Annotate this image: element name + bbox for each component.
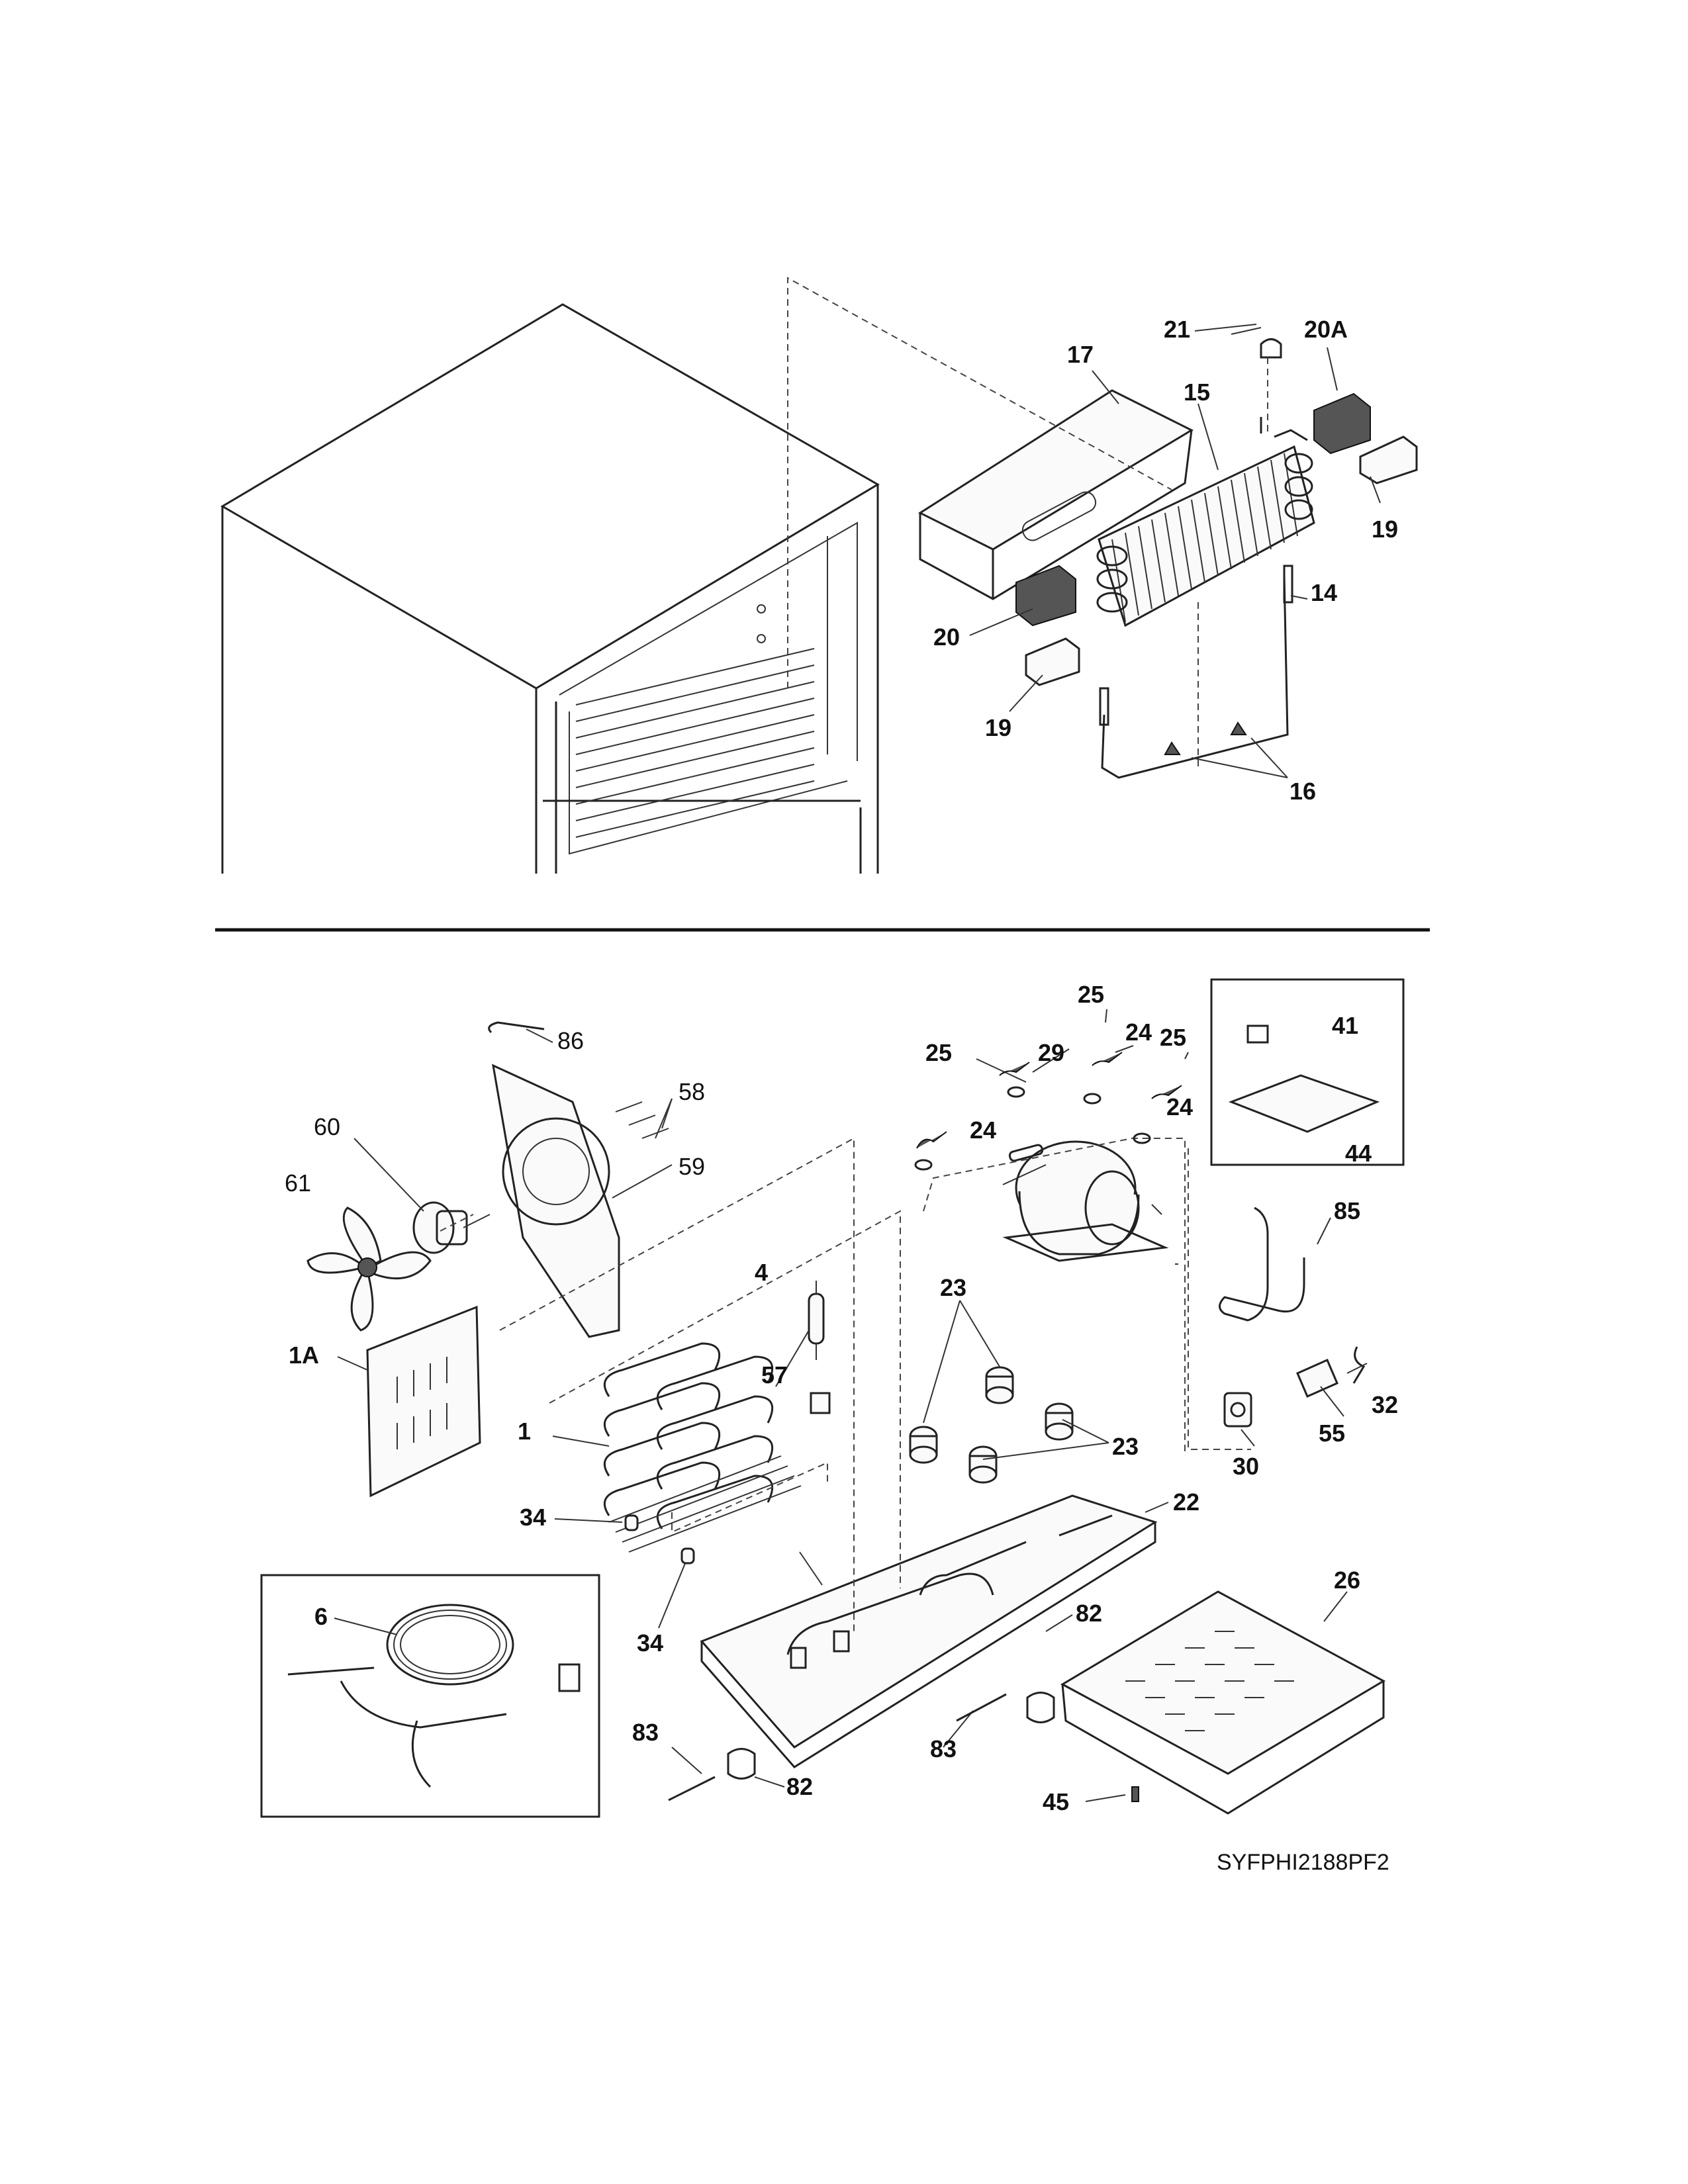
- callout-25-right: 25: [1160, 1024, 1186, 1051]
- condenser-coil: [603, 1342, 802, 1553]
- suction-tube: [1219, 1206, 1305, 1322]
- drier: [808, 1281, 825, 1360]
- callout-1a: 1A: [289, 1342, 319, 1369]
- callout-34-right: 34: [637, 1629, 663, 1657]
- callout-41: 41: [1332, 1012, 1358, 1039]
- callout-22: 22: [1173, 1488, 1199, 1516]
- callouts-top: 21 20A 17 15 19 14 20 19 16: [933, 316, 1398, 805]
- callout-20a: 20A: [1304, 316, 1348, 343]
- access-panel: [366, 1305, 481, 1498]
- callout-6: 6: [314, 1603, 328, 1630]
- callout-19-left: 19: [985, 714, 1011, 741]
- callout-14: 14: [1311, 579, 1337, 606]
- callout-82-right: 82: [1076, 1600, 1102, 1627]
- callout-23-top: 23: [940, 1274, 966, 1301]
- callout-34-left: 34: [520, 1504, 546, 1531]
- callout-82-left: 82: [786, 1773, 813, 1800]
- relay-overload: [1223, 1346, 1366, 1428]
- callout-30: 30: [1233, 1453, 1259, 1480]
- callout-83-left: 83: [632, 1719, 659, 1746]
- callout-19-right: 19: [1372, 516, 1398, 543]
- callout-25-mid: 25: [1078, 981, 1104, 1008]
- callout-58: 58: [679, 1078, 705, 1105]
- callout-83-right: 83: [930, 1735, 957, 1762]
- callout-15: 15: [1184, 379, 1210, 406]
- leader-lines-bottom: [334, 1009, 1368, 1802]
- diagram-code: SYFPHI2188PF2: [1217, 1850, 1389, 1875]
- dashed-leaders-bottom: [440, 1137, 1251, 1635]
- callout-29: 29: [1038, 1039, 1064, 1066]
- evaporator-supports: [1015, 327, 1418, 686]
- defrost-heater: [1099, 565, 1293, 779]
- callout-25-left: 25: [925, 1039, 952, 1066]
- callout-21: 21: [1164, 316, 1190, 343]
- compressor-inset: [1210, 978, 1405, 1166]
- callout-55: 55: [1319, 1420, 1345, 1447]
- shelf-fins: [575, 648, 815, 838]
- callout-20: 20: [933, 623, 960, 651]
- callout-61: 61: [285, 1169, 311, 1197]
- leader-lines-top: [969, 324, 1381, 778]
- callouts-bottom: 86 58 59 60 61 1A 25 25 25 24 24 24 29 4…: [285, 981, 1398, 1815]
- evaporator-cover: [917, 389, 1194, 600]
- callout-16: 16: [1289, 778, 1316, 805]
- fan-blade: [306, 1206, 432, 1332]
- callout-85: 85: [1334, 1197, 1360, 1224]
- cabinet-drawing: [220, 303, 880, 874]
- evaporator-coil: [1096, 417, 1315, 627]
- base-plate: [700, 1494, 1158, 1768]
- fan-motor: [412, 1201, 491, 1254]
- callout-32: 32: [1372, 1391, 1398, 1418]
- callout-59: 59: [679, 1153, 705, 1180]
- callout-24-mid: 24: [1125, 1019, 1152, 1046]
- drain-pan: [1060, 1590, 1386, 1815]
- compressor: [1002, 1140, 1169, 1262]
- callout-17: 17: [1067, 341, 1094, 368]
- callout-26: 26: [1334, 1567, 1360, 1594]
- callout-1: 1: [518, 1418, 531, 1445]
- small-hardware: [624, 1052, 1182, 1802]
- callout-60: 60: [314, 1113, 340, 1140]
- dashed-leaders-top: [787, 277, 1268, 768]
- callout-44: 44: [1345, 1140, 1372, 1167]
- callout-23-bottom: 23: [1112, 1433, 1139, 1460]
- fan-shroud: [488, 1021, 669, 1338]
- callout-4: 4: [755, 1259, 768, 1286]
- callout-86: 86: [557, 1027, 584, 1054]
- callout-57: 57: [761, 1361, 788, 1388]
- power-cord-inset: [260, 1574, 600, 1818]
- callout-45: 45: [1043, 1788, 1069, 1815]
- callout-24-right: 24: [1166, 1093, 1193, 1120]
- callout-24-left: 24: [970, 1116, 996, 1144]
